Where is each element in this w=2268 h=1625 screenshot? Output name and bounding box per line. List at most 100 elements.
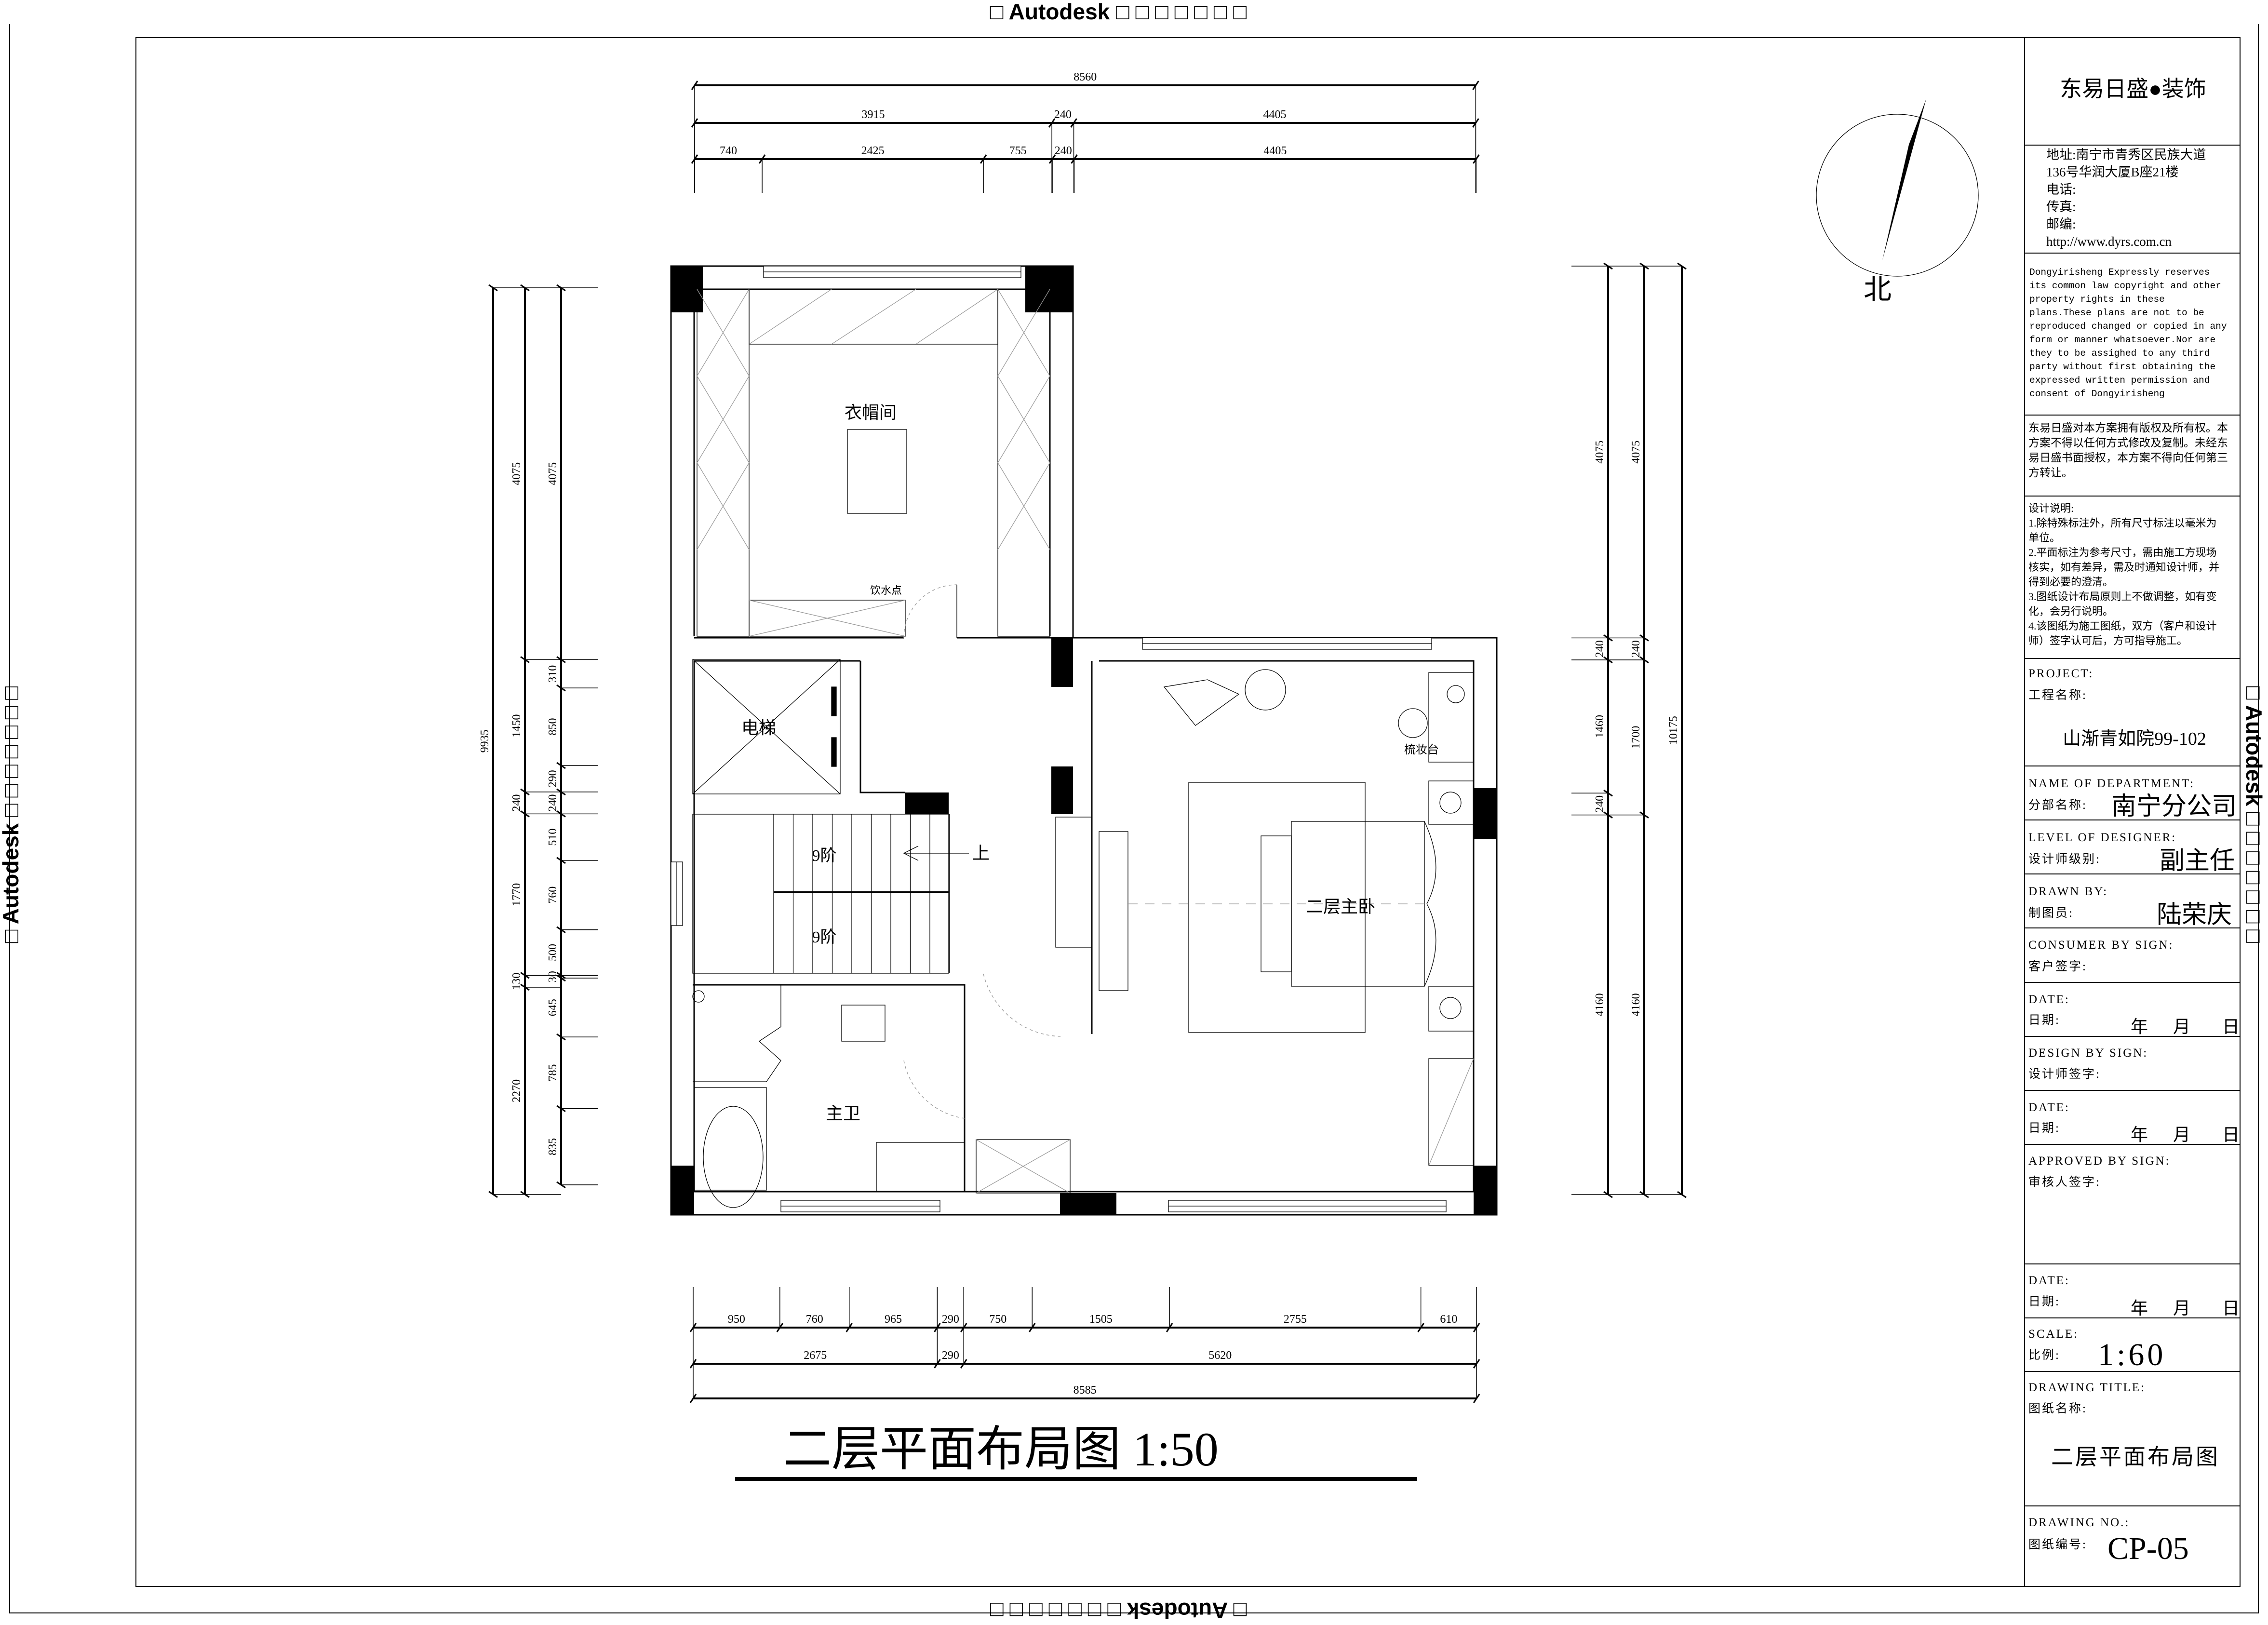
- dimension-value: 785: [547, 1064, 559, 1081]
- label-water-point: 饮水点: [870, 584, 902, 596]
- dimension-value: 8585: [1074, 1384, 1097, 1397]
- consumer-sign-label-en: CONSUMER BY SIGN:: [2028, 939, 2174, 952]
- dimension-value: 500: [547, 944, 559, 961]
- date-month: 月: [2173, 1125, 2190, 1144]
- drawing-title-underline: [735, 1477, 1417, 1481]
- dimension-value: 10175: [1667, 716, 1680, 745]
- dimension-value: 740: [720, 145, 737, 157]
- watermark-right: □ Autodesk □ □ □ □ □ □ □: [2241, 686, 2267, 943]
- project-label-en: PROJECT:: [2028, 667, 2094, 680]
- dimension-value: 1505: [1089, 1313, 1113, 1326]
- dimension-tick: [1639, 656, 1649, 664]
- door-swing: [983, 973, 1061, 1037]
- dimension-tick: [520, 972, 530, 979]
- dimension-value: 1460: [1594, 715, 1606, 738]
- drawing-frame: [135, 37, 2241, 1587]
- copyright-cn-line: 方案不得以任何方式修改及复制。未经东: [2028, 437, 2228, 449]
- dimension-value: 850: [547, 718, 559, 736]
- copyright-en-line: reproduced changed or copied in any: [2029, 321, 2227, 332]
- design-note-line: 1.除特殊标注外，所有尺寸标注以毫米为: [2028, 517, 2217, 529]
- drawing-title-label-cn: 图纸名称:: [2028, 1402, 2087, 1415]
- dimension-tick: [556, 762, 566, 769]
- address-line: 传真:: [2046, 200, 2076, 214]
- department-label-en: NAME OF DEPARTMENT:: [2028, 777, 2195, 790]
- vanity: [876, 1142, 965, 1192]
- door-swing: [903, 584, 957, 638]
- department-label-cn: 分部名称:: [2028, 798, 2087, 812]
- dimension-value: 4075: [510, 462, 523, 485]
- drawing-no-label-en: DRAWING NO.:: [2028, 1516, 2130, 1529]
- dimension-tick: [845, 1323, 853, 1332]
- date-label-en: DATE:: [2028, 1101, 2070, 1114]
- dimension-tick: [556, 284, 566, 292]
- nightstand: [1428, 780, 1474, 825]
- dimension-tick: [1070, 118, 1077, 128]
- dimension-value: 240: [1630, 640, 1642, 658]
- design-sign-label-cn: 设计师签字:: [2028, 1067, 2101, 1081]
- copyright-en-line: property rights in these: [2029, 294, 2165, 305]
- dimension-value: 290: [942, 1349, 959, 1362]
- dimension-tick: [520, 284, 530, 292]
- dimension-chain-top-overall: 8560: [691, 71, 1479, 193]
- dimension-value: 5620: [1208, 1349, 1232, 1362]
- door-swing: [903, 1060, 965, 1119]
- column: [1051, 638, 1073, 687]
- dimension-value: 4405: [1263, 108, 1286, 121]
- dimension-value: 240: [1594, 640, 1606, 658]
- dimension-value: 510: [547, 829, 559, 846]
- fan-icon: [1398, 708, 1428, 738]
- dimension-value: 965: [885, 1313, 902, 1326]
- date-year: 年: [2131, 1017, 2148, 1036]
- dimension-value: 750: [989, 1313, 1007, 1326]
- label-dresser: 梳妆台: [1404, 743, 1439, 756]
- copyright-en-line: expressed written permission and: [2029, 375, 2210, 386]
- dimension-tick: [520, 810, 530, 818]
- watermark-top: □ Autodesk □ □ □ □ □ □ □: [990, 0, 1247, 24]
- copyright-cn-line: 方转让。: [2028, 467, 2073, 479]
- design-note-line: 单位。: [2028, 532, 2060, 544]
- design-note-line: 核实，如有差异，需及时通知设计师，并: [2028, 561, 2219, 573]
- dimension-tick: [691, 118, 698, 128]
- dimension-value: 4075: [1594, 441, 1606, 464]
- date-day: 日: [2222, 1125, 2240, 1144]
- dimension-tick: [1029, 1323, 1036, 1332]
- address-line: 地址:南宁市青秀区民族大道: [2046, 148, 2206, 162]
- design-note-line: 4.该图纸为施工图纸，双方（客户和设计: [2028, 620, 2217, 632]
- drawn-by-value: 陆荣庆: [2157, 901, 2232, 929]
- dimension-value: 310: [547, 665, 559, 683]
- north-arrow: 北: [1816, 99, 1979, 305]
- dimension-tick: [1677, 262, 1687, 270]
- dimension-tick: [691, 154, 698, 164]
- copyright-en-line: plans.These plans are not to be: [2029, 308, 2204, 318]
- date-month: 月: [2173, 1017, 2190, 1036]
- dimension-value: 835: [547, 1138, 559, 1155]
- watermark-left: □ Autodesk □ □ □ □ □ □ □: [0, 686, 23, 943]
- column: [671, 1166, 694, 1215]
- date-label-en: DATE:: [2028, 993, 2070, 1006]
- dimension-tick: [1473, 154, 1480, 164]
- dimension-tick: [556, 684, 566, 692]
- copyright-en-line: party without first obtaining the: [2029, 362, 2215, 372]
- title-block: 东易日盛●装饰 地址:南宁市青秀区民族大道136号华润大厦B座21楼电话:传真:…: [2025, 77, 2240, 1566]
- dimension-tick: [488, 1191, 498, 1198]
- dimension-tick: [776, 1323, 784, 1332]
- dimension-tick: [520, 983, 530, 991]
- dimension-value: 760: [547, 886, 559, 904]
- company-name: 东易日盛●装饰: [2060, 77, 2206, 101]
- dimension-value: 4075: [547, 462, 559, 485]
- room-label-closet: 衣帽间: [845, 403, 897, 422]
- bathroom-fixtures: [692, 973, 1061, 1208]
- elevator: [692, 659, 905, 794]
- dimension-value: 240: [1594, 795, 1606, 813]
- drawn-by-label-cn: 制图员:: [2028, 906, 2074, 920]
- drawing-title-value: 二层平面布局图: [2051, 1445, 2220, 1469]
- label-stair-flight: 9阶: [812, 846, 837, 865]
- tv-cabinet: [1055, 817, 1092, 948]
- copyright-cn-line: 易日盛书面授权，本方案不得向任何第三: [2028, 452, 2228, 464]
